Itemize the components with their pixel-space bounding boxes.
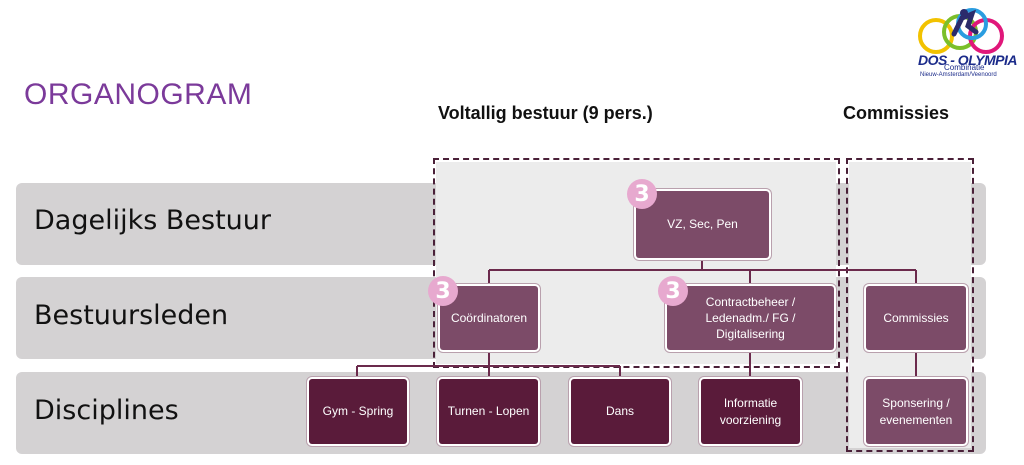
node-committees: Commissies bbox=[866, 286, 966, 350]
board-header: Voltallig bestuur (9 pers.) bbox=[438, 103, 653, 123]
node-contract: Contractbeheer / Ledenadm./ FG / Digital… bbox=[667, 286, 834, 350]
node-turnen: Turnen - Lopen bbox=[439, 379, 538, 444]
node-vz: VZ, Sec, Pen bbox=[636, 191, 769, 258]
node-gym-label: Gym - Spring bbox=[322, 404, 394, 419]
badge-contract: 3 bbox=[658, 276, 688, 306]
committees-header: Commissies bbox=[843, 103, 950, 123]
node-committees-label: Commissies bbox=[883, 310, 949, 325]
node-sponsoring: Sponsering / evenementen bbox=[866, 379, 966, 444]
board-group-border bbox=[433, 158, 840, 368]
row-label-members: Bestuursleden bbox=[34, 300, 229, 331]
node-dans: Dans bbox=[571, 379, 669, 444]
committees-group-border bbox=[846, 158, 974, 452]
page-title: ORGANOGRAM bbox=[24, 78, 253, 111]
node-contract-label: Contractbeheer / Ledenadm./ FG / Digital… bbox=[705, 294, 796, 342]
node-turnen-label: Turnen - Lopen bbox=[447, 404, 530, 419]
badge-vz: 3 bbox=[627, 179, 657, 209]
node-dans-label: Dans bbox=[605, 404, 634, 419]
row-label-disciplines: Disciplines bbox=[34, 395, 179, 426]
node-sponsoring-label: Sponsering / evenementen bbox=[879, 396, 953, 427]
logo-line1: Combinatie bbox=[944, 63, 985, 72]
row-label-daily: Dagelijks Bestuur bbox=[34, 205, 271, 236]
logo-name: DOS - OLYMPIA bbox=[918, 52, 1018, 68]
club-logo bbox=[918, 8, 1004, 54]
node-vz-label: VZ, Sec, Pen bbox=[667, 217, 738, 232]
node-coordinators-label: Coördinatoren bbox=[450, 310, 528, 325]
node-informatie-label: Informatie voorziening bbox=[719, 396, 782, 427]
node-informatie: Informatie voorziening bbox=[701, 379, 800, 444]
logo-line2: Nieuw-Amsterdam/Veenoord bbox=[920, 72, 997, 78]
badge-coordinators: 3 bbox=[428, 276, 458, 306]
node-gym: Gym - Spring bbox=[309, 379, 407, 444]
